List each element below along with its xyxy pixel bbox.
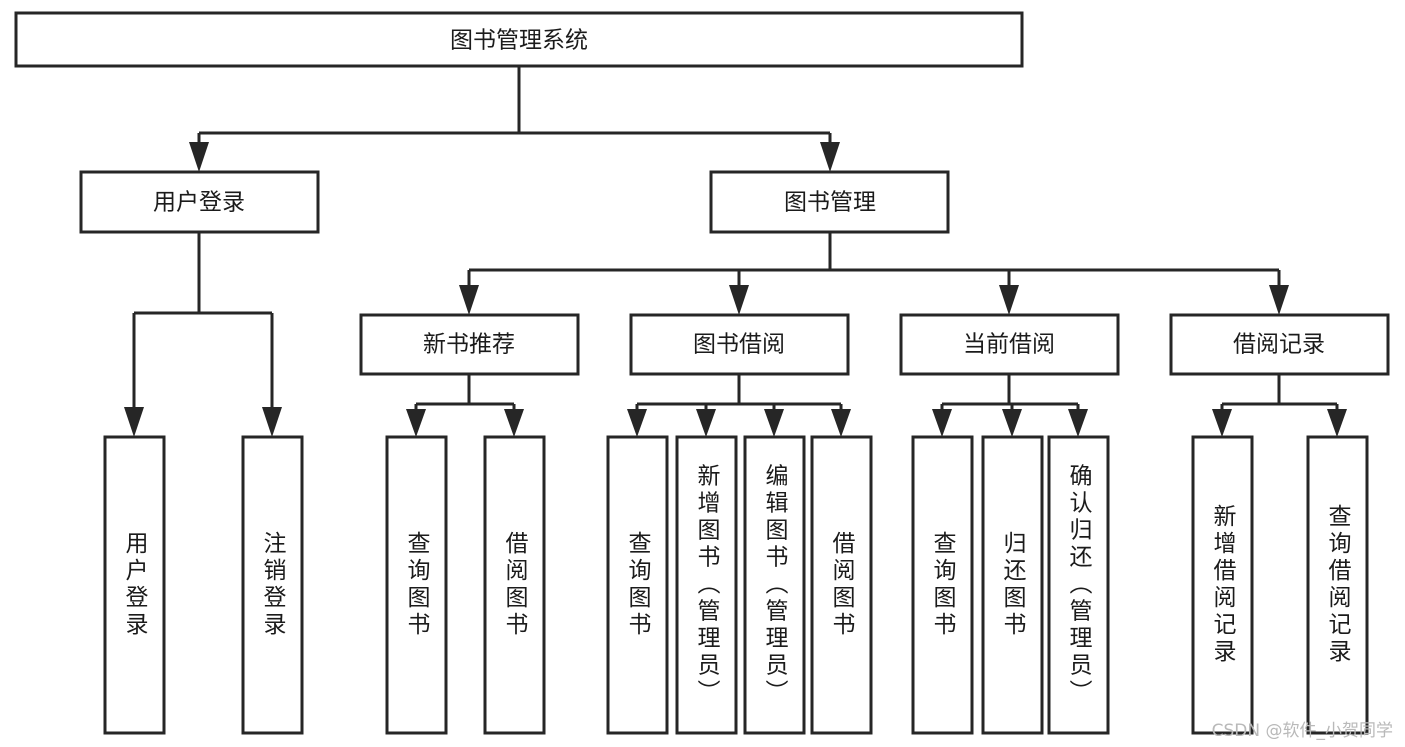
node-leaf-return-book-label: 归还图书	[999, 531, 1027, 639]
node-leaf-borrow-book-2[interactable]: 借阅图书	[810, 435, 873, 735]
node-leaf-query-book-2-box[interactable]	[606, 435, 669, 735]
node-new-book-rec[interactable]: 新书推荐	[359, 313, 580, 376]
arrowhead-leaf-edit-book	[764, 409, 784, 437]
node-leaf-logout[interactable]: 注销登录	[241, 435, 304, 735]
arrowhead-leaf-borrow-book-2	[831, 409, 851, 437]
node-current-borrow-box[interactable]	[899, 313, 1120, 376]
connector-layer	[124, 66, 1347, 437]
node-leaf-add-record-label: 新增借阅记录	[1209, 504, 1237, 666]
node-leaf-borrow-book-2-label: 借阅图书	[828, 531, 856, 639]
node-leaf-add-record-box[interactable]	[1191, 435, 1254, 735]
node-leaf-query-book-1-box[interactable]	[385, 435, 448, 735]
arrowhead-book-borrow	[729, 285, 749, 315]
node-leaf-return-book-box[interactable]	[981, 435, 1044, 735]
node-book-manage-box[interactable]	[709, 170, 950, 234]
arrowhead-leaf-query-book-1	[406, 409, 426, 437]
node-leaf-query-book-3-box[interactable]	[911, 435, 974, 735]
node-borrow-record-label: 借阅记录	[1233, 332, 1325, 358]
arrowhead-leaf-confirm-return	[1068, 409, 1088, 437]
arrowhead-new-book-rec	[459, 285, 479, 315]
node-book-manage[interactable]: 图书管理	[709, 170, 950, 234]
arrowhead-leaf-query-book-2	[627, 409, 647, 437]
node-leaf-add-book[interactable]: 新增图书（管理员）	[675, 435, 738, 735]
node-leaf-add-book-label: 新增图书（管理员）	[693, 464, 721, 707]
node-new-book-rec-label: 新书推荐	[423, 332, 515, 358]
node-user-login-box[interactable]	[79, 170, 320, 234]
node-root-label: 图书管理系统	[450, 28, 588, 54]
node-leaf-query-book-3[interactable]: 查询图书	[911, 435, 974, 735]
arrowhead-leaf-logout	[262, 407, 282, 437]
node-leaf-logout-label: 注销登录	[259, 531, 287, 639]
node-leaf-query-record-box[interactable]	[1306, 435, 1369, 735]
node-book-borrow-label: 图书借阅	[693, 332, 785, 358]
node-leaf-query-book-2[interactable]: 查询图书	[606, 435, 669, 735]
node-borrow-record-box[interactable]	[1169, 313, 1390, 376]
node-current-borrow-label: 当前借阅	[963, 332, 1055, 358]
node-leaf-user-login-box[interactable]	[103, 435, 166, 735]
arrowhead-leaf-add-record	[1212, 409, 1232, 437]
node-root-box[interactable]	[14, 11, 1024, 68]
arrowhead-book-manage	[820, 142, 840, 172]
node-leaf-borrow-book-2-box[interactable]	[810, 435, 873, 735]
node-leaf-add-record[interactable]: 新增借阅记录	[1191, 435, 1254, 735]
arrowhead-leaf-query-book-3	[932, 409, 952, 437]
node-leaf-confirm-return-box[interactable]	[1047, 435, 1110, 735]
node-book-borrow[interactable]: 图书借阅	[629, 313, 850, 376]
node-leaf-confirm-return[interactable]: 确认归还（管理员）	[1047, 435, 1110, 735]
arrowhead-leaf-return-book	[1002, 409, 1022, 437]
node-borrow-record[interactable]: 借阅记录	[1169, 313, 1390, 376]
node-leaf-query-book-3-label: 查询图书	[929, 531, 957, 639]
arrowhead-leaf-user-login	[124, 407, 144, 437]
node-user-login[interactable]: 用户登录	[79, 170, 320, 234]
node-current-borrow[interactable]: 当前借阅	[899, 313, 1120, 376]
node-root[interactable]: 图书管理系统	[14, 11, 1024, 68]
node-leaf-return-book[interactable]: 归还图书	[981, 435, 1044, 735]
node-book-manage-label: 图书管理	[784, 190, 876, 216]
node-leaf-user-login[interactable]: 用户登录	[103, 435, 166, 735]
node-leaf-query-book-1-label: 查询图书	[403, 531, 431, 639]
node-leaf-query-record-label: 查询借阅记录	[1324, 504, 1352, 666]
node-leaf-user-login-label: 用户登录	[121, 531, 149, 639]
node-leaf-borrow-book-1[interactable]: 借阅图书	[483, 435, 546, 735]
node-leaf-query-book-2-label: 查询图书	[624, 531, 652, 639]
node-leaf-borrow-book-1-label: 借阅图书	[501, 531, 529, 639]
arrowhead-leaf-borrow-book-1	[504, 409, 524, 437]
node-leaf-confirm-return-label: 确认归还（管理员）	[1065, 464, 1093, 707]
arrowhead-borrow-record	[1269, 285, 1289, 315]
arrowhead-leaf-add-book	[696, 409, 716, 437]
node-book-borrow-box[interactable]	[629, 313, 850, 376]
node-leaf-query-book-1[interactable]: 查询图书	[385, 435, 448, 735]
arrowhead-current-borrow	[999, 285, 1019, 315]
node-leaf-edit-book-label: 编辑图书（管理员）	[761, 464, 789, 707]
node-new-book-rec-box[interactable]	[359, 313, 580, 376]
arrowhead-user-login	[189, 142, 209, 172]
arrowhead-leaf-query-record	[1327, 409, 1347, 437]
node-leaf-borrow-book-1-box[interactable]	[483, 435, 546, 735]
node-leaf-logout-box[interactable]	[241, 435, 304, 735]
node-leaf-add-book-box[interactable]	[675, 435, 738, 735]
node-user-login-label: 用户登录	[153, 190, 245, 216]
node-leaf-edit-book[interactable]: 编辑图书（管理员）	[743, 435, 806, 735]
node-leaf-edit-book-box[interactable]	[743, 435, 806, 735]
node-leaf-query-record[interactable]: 查询借阅记录	[1306, 435, 1369, 735]
